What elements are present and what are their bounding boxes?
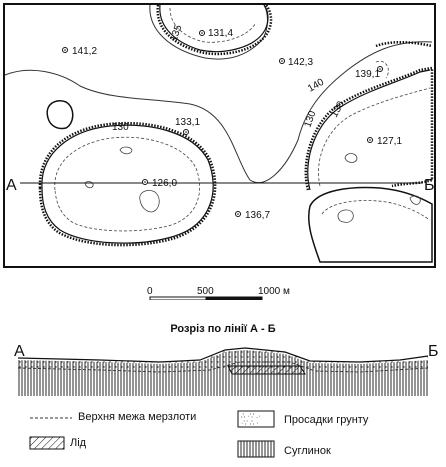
- elevation-point: 136,7: [235, 210, 270, 221]
- scale-bar: 0 500 1000 м: [147, 286, 290, 300]
- svg-text:136,7: 136,7: [245, 210, 270, 221]
- legend-subsidence-swatch: [237, 410, 275, 428]
- contour-label: 130: [112, 122, 129, 133]
- legend-loam-label: Суглинок: [284, 445, 331, 457]
- elevation-point: 126,0: [142, 178, 177, 189]
- svg-text:·∵ ∴ ·: ·∵ ∴ ·: [241, 420, 258, 427]
- depression-west-small: [46, 100, 74, 130]
- section-end-label: Б: [428, 343, 439, 360]
- elevation-point: 131,4: [199, 28, 233, 39]
- svg-text:142,3: 142,3: [288, 57, 313, 68]
- depression-central: [38, 121, 217, 247]
- contour-140-west: [4, 41, 433, 183]
- legend: ∴ ·∵ .· ·∵ ∴ ·: [29, 410, 275, 458]
- svg-text:141,2: 141,2: [72, 46, 97, 57]
- elevation-point: 139,1: [355, 66, 383, 80]
- svg-text:126,0: 126,0: [152, 178, 177, 189]
- legend-permafrost-label: Верхня межа мерзлоти: [78, 411, 197, 423]
- depression-northeast: [375, 41, 433, 48]
- map-canvas: А Б 141,2 131,4 142,3 139,1 133,1 127,1 …: [4, 4, 435, 300]
- svg-text:∴ ·∵ .·: ∴ ·∵ .·: [241, 413, 260, 420]
- section-caption: Розріз по лінії А - Б: [170, 323, 276, 335]
- section-start-label: А: [6, 177, 17, 194]
- cross-section: А Б: [14, 343, 439, 396]
- contour-label: 130: [302, 109, 318, 129]
- depression-east: [304, 66, 434, 191]
- elevation-point: 142,3: [279, 57, 313, 68]
- legend-subsidence-label: Просадки грунту: [284, 414, 369, 426]
- svg-text:131,4: 131,4: [208, 28, 233, 39]
- map-frame: [3, 3, 436, 268]
- scale-tick-0: 0: [147, 286, 153, 297]
- legend-ice-swatch: [29, 436, 65, 450]
- section-end-label: Б: [424, 177, 435, 194]
- contour-label: 135: [168, 23, 184, 43]
- depression-southeast: [308, 186, 433, 263]
- svg-text:139,1: 139,1: [355, 69, 380, 80]
- scale-tick-500: 500: [197, 286, 214, 297]
- elevation-point: 127,1: [367, 136, 402, 147]
- elevation-point: 141,2: [62, 46, 97, 57]
- scale-tick-1000: 1000 м: [258, 286, 290, 297]
- legend-ice-label: Лід: [70, 437, 87, 449]
- elevation-point: 133,1: [175, 117, 200, 135]
- section-start-label: А: [14, 343, 25, 360]
- svg-text:127,1: 127,1: [377, 136, 402, 147]
- legend-loam-swatch: [237, 440, 275, 458]
- svg-text:133,1: 133,1: [175, 117, 200, 128]
- depression-north: [156, 4, 273, 56]
